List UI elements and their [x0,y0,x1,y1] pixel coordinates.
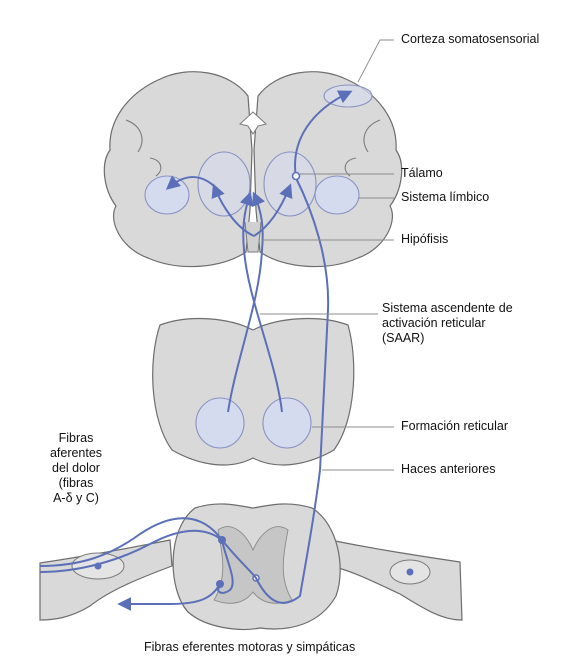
label-saar-line3: (SAAR) [382,331,513,346]
label-limbic: Sistema límbico [401,190,489,205]
label-saar-line1: Sistema ascendente de [382,301,513,316]
label-afferent-line4: (fibras [40,476,112,491]
label-afferent-line1: Fibras [40,431,112,446]
right-ganglion-neuron [407,569,414,576]
label-afferent-line2: aferentes [40,446,112,461]
leader-cortex [358,40,394,82]
thalamus-synapse [293,173,300,180]
left-limbic-nucleus [145,176,189,214]
label-thalamus: Tálamo [401,166,443,181]
left-reticular-nucleus [196,398,244,448]
brain-section [104,72,401,267]
pituitary-stalk [245,222,261,252]
label-afferent-line3: del dolor [40,461,112,476]
label-pituitary: Hipófisis [401,232,448,247]
left-nerve [40,540,172,620]
label-cortex: Corteza somatosensorial [401,32,539,47]
label-afferent: Fibras aferentes del dolor (fibras A-δ y… [40,431,112,506]
label-efferent: Fibras eferentes motoras y simpáticas [144,640,355,655]
right-reticular-nucleus [263,398,311,448]
label-afferent-line5: A-δ y C) [40,491,112,506]
label-saar-line2: activación reticular [382,316,513,331]
label-saar: Sistema ascendente de activación reticul… [382,301,513,346]
label-reticular: Formación reticular [401,419,508,434]
right-limbic-nucleus [315,176,359,214]
spinal-cord-section [40,504,462,629]
label-anterior-tracts: Haces anteriores [401,462,496,477]
